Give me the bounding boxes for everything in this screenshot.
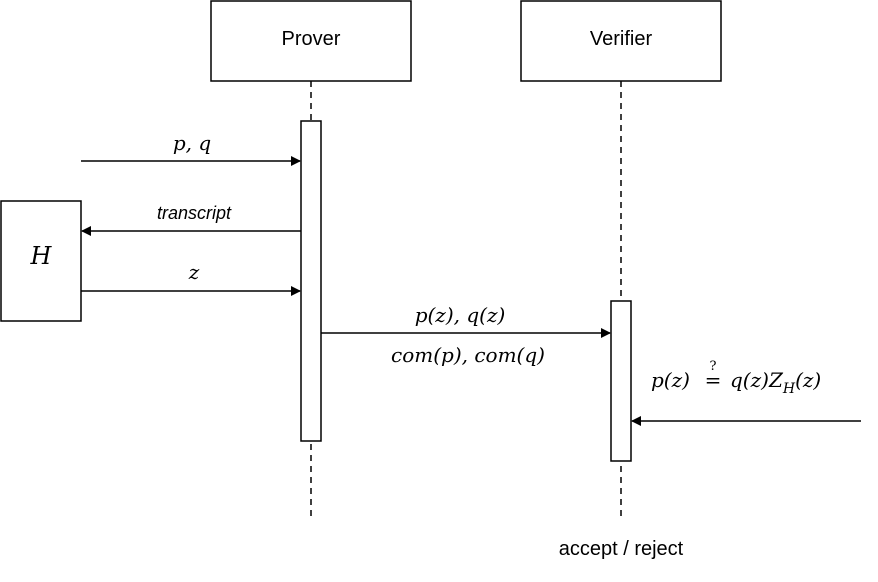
transcript-label: transcript <box>157 203 232 223</box>
verifier-activation-bar <box>610 300 632 462</box>
check-rhs-subscript: H <box>782 381 796 397</box>
check-equals: = <box>705 368 722 392</box>
svg-text:q(z)ZH(z): q(z)ZH(z) <box>730 368 821 397</box>
prover-label: Prover <box>282 28 341 50</box>
svg-text:p(z): p(z) <box>651 368 690 392</box>
challenge-label: z <box>188 260 200 284</box>
outcome-label: accept / reject <box>559 538 684 560</box>
check-rhs-tail: (z) <box>795 368 821 392</box>
evaluations-label: p(z), q(z) <box>415 303 506 327</box>
hash-label: H <box>30 242 53 270</box>
prover-activation-bar <box>300 120 322 442</box>
check-equation: p(z) ? = q(z)ZH(z) <box>651 359 821 397</box>
verifier-label: Verifier <box>590 28 653 50</box>
check-rhs: q(z)Z <box>730 368 784 392</box>
commitments-label: com(p), com(q) <box>391 343 545 367</box>
check-lhs: p(z) <box>651 368 690 392</box>
hash-box: H <box>0 200 82 322</box>
prover-participant: Prover <box>210 0 412 82</box>
verifier-participant: Verifier <box>520 0 722 82</box>
inputs-label: p, q <box>173 131 211 155</box>
check-question-mark: ? <box>710 359 717 374</box>
